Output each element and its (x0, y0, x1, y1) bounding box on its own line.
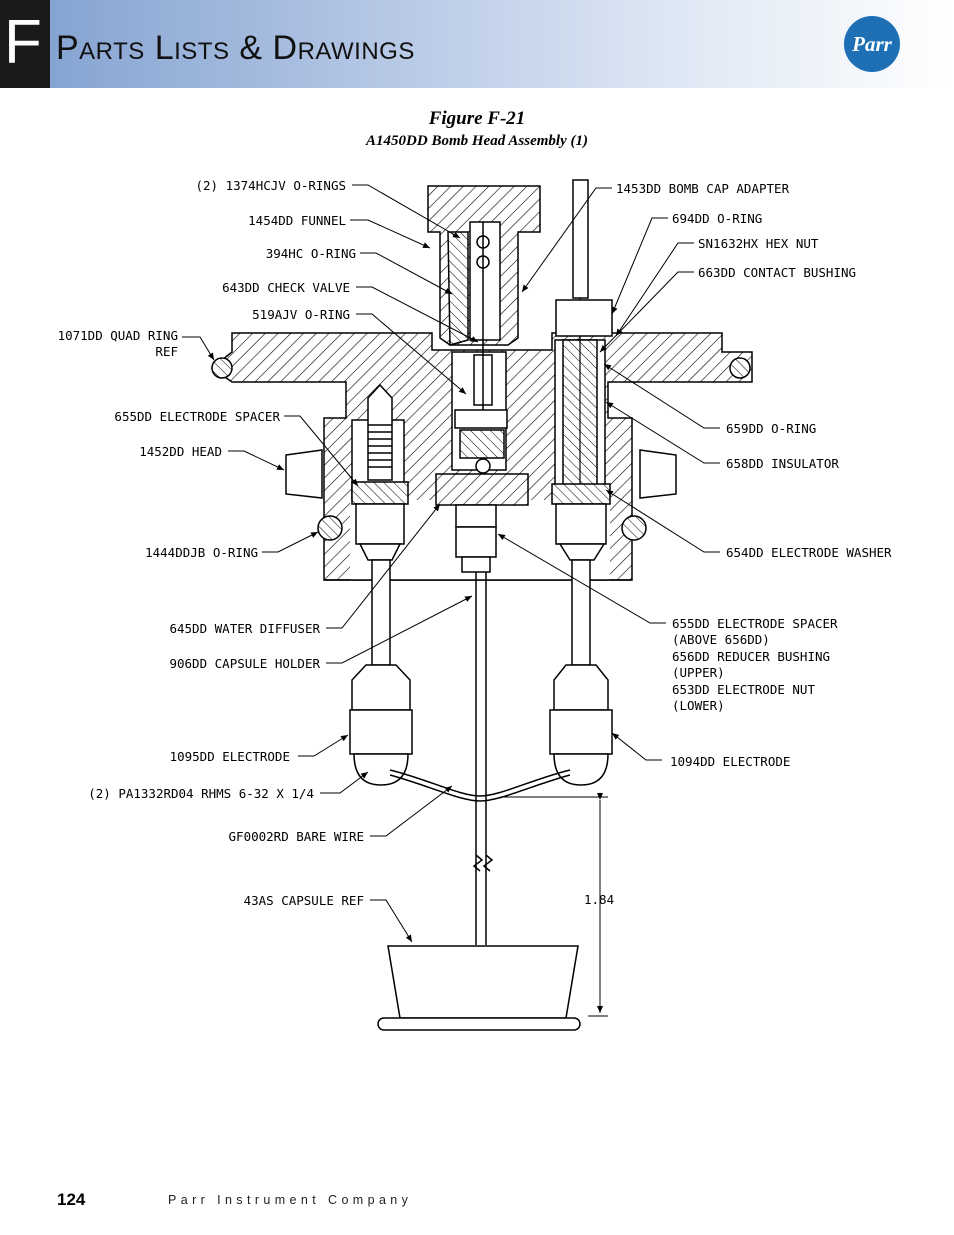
figure-subtitle: A1450DD Bomb Head Assembly (1) (366, 133, 588, 149)
label-1454dd: 1454DD FUNNEL (248, 213, 346, 228)
label-653dd: 653DD ELECTRODE NUT (672, 682, 815, 697)
label-1453dd: 1453DD BOMB CAP ADAPTER (616, 181, 790, 196)
center-valve-stack (435, 409, 529, 945)
label-lower: (LOWER) (672, 698, 725, 713)
section-letter: F (4, 8, 42, 77)
side-ports (211, 357, 751, 499)
label-upper: (UPPER) (672, 665, 725, 680)
company-name: Parr Instrument Company (168, 1193, 413, 1207)
label-656dd: 656DD REDUCER BUSHING (672, 649, 830, 664)
label-43as: 43AS CAPSULE REF (244, 893, 364, 908)
label-1452dd: 1452DD HEAD (139, 444, 222, 459)
label-659dd: 659DD O-RING (726, 421, 816, 436)
dimension-1-84: 1.84 (584, 892, 614, 907)
label-1374hcjv: (2) 1374HCJV O-RINGS (195, 178, 346, 193)
label-654dd: 654DD ELECTRODE WASHER (726, 545, 892, 560)
label-1071dd: 1071DD QUAD RING (58, 328, 178, 343)
label-643dd: 643DD CHECK VALVE (222, 280, 350, 295)
logo-text: Parr (852, 31, 892, 56)
bomb-cap-adapter (427, 185, 541, 415)
label-1094dd: 1094DD ELECTRODE (670, 754, 790, 769)
label-1444ddjb: 1444DDJB O-RING (145, 545, 258, 560)
bare-wire-and-capsule (377, 769, 608, 1031)
leader-lines (182, 184, 720, 943)
figure-title: Figure F-21 (428, 108, 526, 129)
label-sn1632hx: SN1632HX HEX NUT (698, 236, 819, 251)
page-number: 124 (57, 1190, 86, 1209)
right-electrode (549, 179, 647, 786)
parr-logo: Parr (844, 16, 900, 72)
left-electrode (317, 383, 413, 786)
label-pa1332rd04: (2) PA1332RD04 RHMS 6-32 X 1/4 (88, 786, 314, 801)
label-above-656dd: (ABOVE 656DD) (672, 632, 770, 647)
label-394hc: 394HC O-RING (266, 246, 356, 261)
section-tab: F (0, 0, 50, 88)
label-658dd: 658DD INSULATOR (726, 456, 839, 471)
label-1071dd-ref: REF (155, 344, 178, 359)
label-655dd-right: 655DD ELECTRODE SPACER (672, 616, 838, 631)
section-title: Parts Lists & Drawings (56, 29, 415, 67)
label-663dd: 663DD CONTACT BUSHING (698, 265, 856, 280)
label-906dd: 906DD CAPSULE HOLDER (169, 656, 320, 671)
label-645dd: 645DD WATER DIFFUSER (169, 621, 320, 636)
label-519ajv: 519AJV O-RING (252, 307, 350, 322)
label-1095dd: 1095DD ELECTRODE (170, 749, 290, 764)
callout-labels: (2) 1374HCJV O-RINGS 1454DD FUNNEL 394HC… (58, 178, 892, 908)
label-655dd-left: 655DD ELECTRODE SPACER (114, 409, 280, 424)
label-694dd: 694DD O-RING (672, 211, 762, 226)
label-gf0002rd: GF0002RD BARE WIRE (229, 829, 364, 844)
page-header: F Parts Lists & Drawings Parr (0, 0, 954, 88)
